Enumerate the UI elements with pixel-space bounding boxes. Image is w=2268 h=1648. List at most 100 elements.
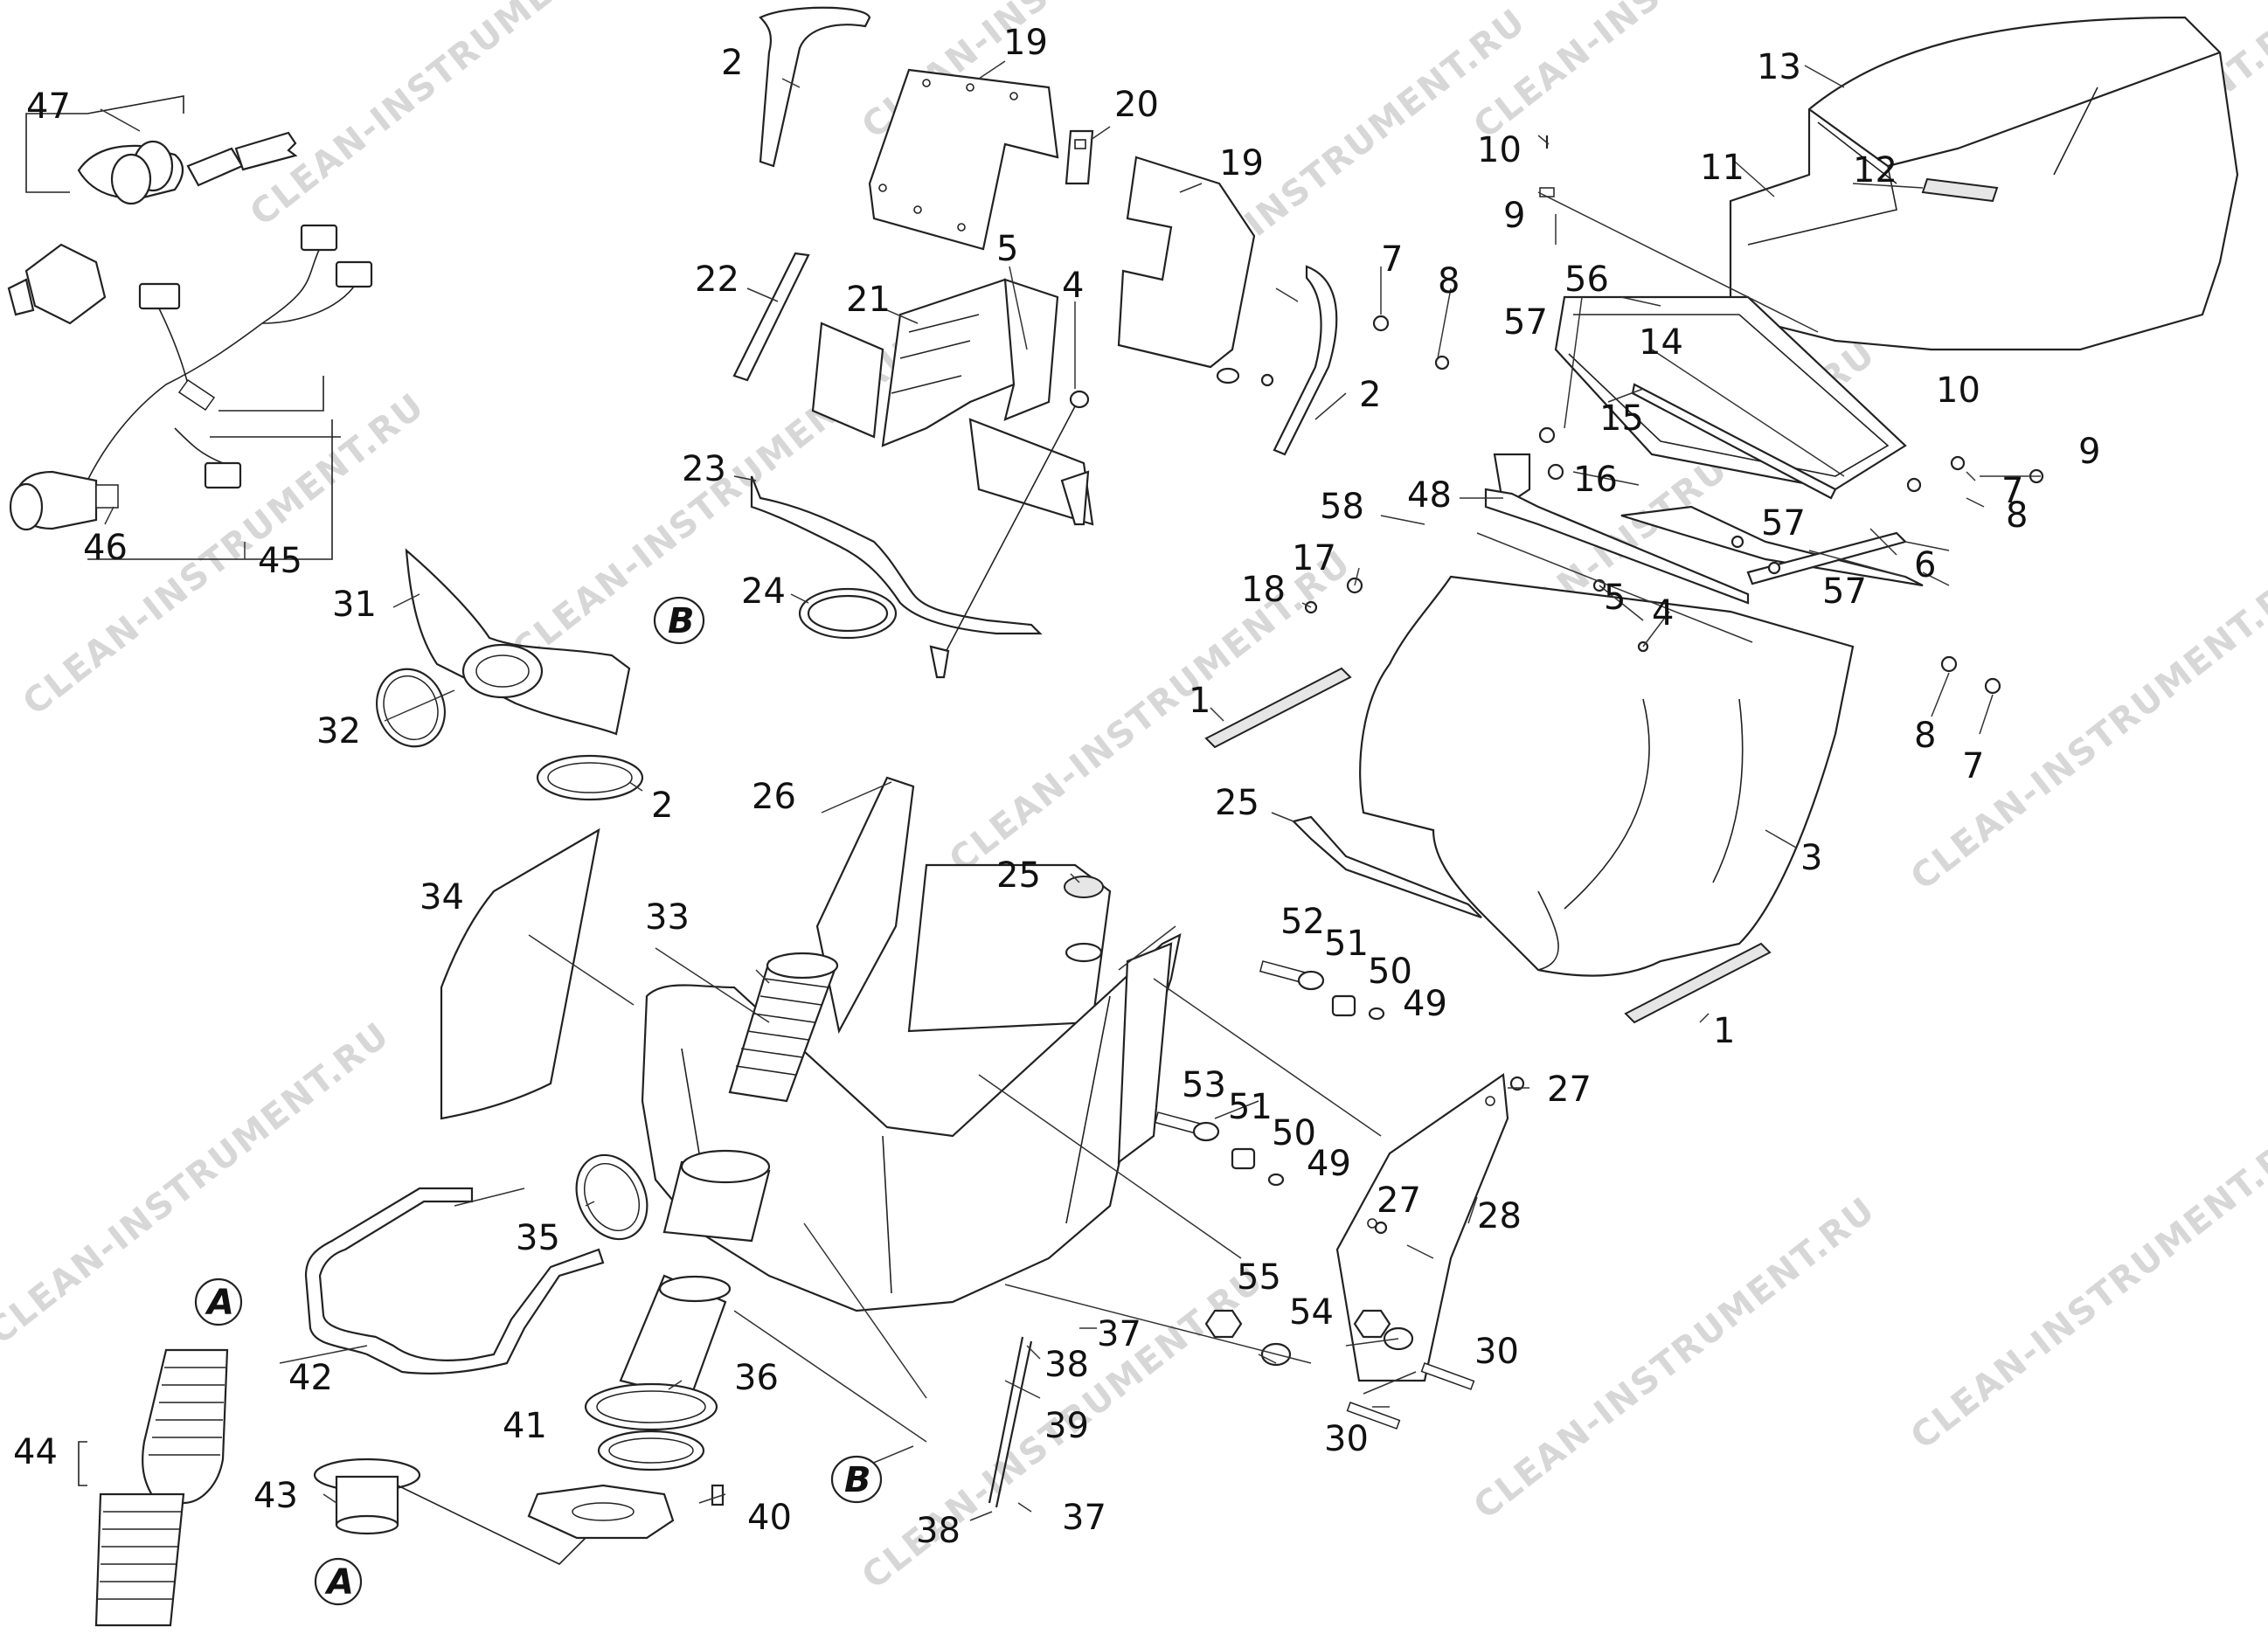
callout-46: 46 xyxy=(83,528,128,568)
callout-23: 23 xyxy=(682,449,726,489)
watermark-5: CLEAN-INSTRUMENT.RU xyxy=(16,385,433,724)
callout-48: 48 xyxy=(1407,475,1452,516)
callout-33: 33 xyxy=(645,897,690,938)
callout-28: 28 xyxy=(1477,1196,1522,1236)
part-2-ring xyxy=(536,754,644,801)
part-13-big-cover xyxy=(1729,16,2239,351)
callout-30-right: 30 xyxy=(1474,1332,1519,1372)
part-21-duct xyxy=(881,278,1059,447)
part-34-side-panel xyxy=(440,827,635,1120)
part-48-bracket xyxy=(1484,453,1924,605)
part-56-frame xyxy=(1554,295,1907,500)
part-24-ring xyxy=(798,587,898,640)
callout-25-cap: 25 xyxy=(996,855,1041,896)
callout-52: 52 xyxy=(1280,902,1325,942)
callout-22: 22 xyxy=(695,260,739,300)
ref-marker-a-top-label: A xyxy=(205,1283,234,1323)
part-1-strip-upper xyxy=(1204,667,1352,749)
hardware-small-parts xyxy=(988,960,1525,1508)
callout-10-right: 10 xyxy=(1936,370,1980,411)
part-3-hood xyxy=(1359,575,1855,977)
callout-55: 55 xyxy=(1237,1257,1281,1298)
callout-45: 45 xyxy=(258,541,302,581)
part-2-trim-strip-left xyxy=(759,6,871,168)
callout-19-left: 19 xyxy=(1003,23,1048,63)
part-31-shroud xyxy=(405,548,631,736)
callout-40: 40 xyxy=(747,1498,792,1538)
callout-25-rail: 25 xyxy=(1215,783,1259,823)
callout-16: 16 xyxy=(1573,460,1618,500)
callout-1-upper: 1 xyxy=(1189,681,1210,721)
callout-43: 43 xyxy=(253,1476,298,1516)
callout-31: 31 xyxy=(332,585,377,625)
callout-17: 17 xyxy=(1292,538,1336,578)
leader-lines xyxy=(100,60,2041,1521)
part-35-ring xyxy=(575,1153,648,1241)
part-19-panel-left xyxy=(868,68,1059,251)
part-41-gasket xyxy=(584,1382,718,1471)
callout-labels: 47 46 45 2 19 20 19 22 21 5 4 23 24 31 3… xyxy=(13,23,2100,1551)
callout-53: 53 xyxy=(1182,1065,1226,1105)
part-42-handle-bar xyxy=(304,1187,605,1375)
part-28-side-plate xyxy=(1335,1073,1509,1382)
callout-11: 11 xyxy=(1700,148,1744,188)
callout-57-middle: 57 xyxy=(1761,503,1806,544)
callout-51-upper: 51 xyxy=(1324,924,1369,964)
hardware-fasteners-top xyxy=(1304,135,2044,695)
part-32-ring xyxy=(376,668,446,748)
callout-37-top: 37 xyxy=(1097,1314,1141,1354)
part-36-tube xyxy=(619,1149,771,1400)
ref-marker-a-bottom: A xyxy=(314,1557,363,1606)
callout-27-lower: 27 xyxy=(1377,1181,1421,1221)
callout-2-right: 2 xyxy=(1359,375,1381,415)
watermark-12: CLEAN-INSTRUMENT.RU xyxy=(1467,1189,1883,1527)
part-45-wiring-harness xyxy=(87,224,373,560)
callout-3: 3 xyxy=(1800,838,1822,878)
callout-35: 35 xyxy=(516,1218,560,1258)
callout-5-top: 5 xyxy=(996,229,1018,269)
callout-41: 41 xyxy=(503,1406,547,1446)
reference-markers: B B A A xyxy=(194,596,883,1606)
part-44-corrugated-hose xyxy=(78,1348,229,1627)
callout-9-top: 9 xyxy=(1503,196,1525,236)
callout-7-top-left: 7 xyxy=(1381,239,1403,280)
callout-24: 24 xyxy=(741,571,786,612)
callout-49-lower: 49 xyxy=(1307,1144,1351,1184)
callout-50-lower: 50 xyxy=(1272,1113,1316,1153)
watermark-13: CLEAN-INSTRUMENT.RU xyxy=(1904,1119,2268,1458)
callout-58: 58 xyxy=(1320,487,1364,527)
callout-1-lower: 1 xyxy=(1713,1011,1735,1051)
ref-marker-a-bottom-label: A xyxy=(324,1562,354,1603)
callout-39: 39 xyxy=(1044,1406,1089,1446)
callout-57-top: 57 xyxy=(1503,302,1548,343)
callout-56: 56 xyxy=(1564,260,1609,300)
part-46-plug xyxy=(9,470,119,531)
callout-8-bottom: 8 xyxy=(1914,716,1936,756)
part-1-strip-lower xyxy=(1624,942,1772,1024)
part-20-plate xyxy=(1065,129,1094,185)
callout-2-ring: 2 xyxy=(651,786,673,826)
callout-4-right: 4 xyxy=(1652,593,1674,634)
callout-19-right: 19 xyxy=(1219,143,1264,183)
callout-50-upper: 50 xyxy=(1368,952,1412,992)
callout-2-top-left: 2 xyxy=(721,43,743,83)
callout-57-right: 57 xyxy=(1822,571,1867,612)
callout-37-bottom: 37 xyxy=(1062,1498,1106,1538)
part-25-rail xyxy=(1291,815,1482,919)
ref-marker-b-top-label: B xyxy=(668,601,695,641)
part-19-panel-right xyxy=(1117,156,1274,387)
part-43-collar xyxy=(313,1458,586,1565)
watermark-9: CLEAN-INSTRUMENT.RU xyxy=(1904,560,2268,898)
callout-44: 44 xyxy=(13,1432,58,1472)
ref-marker-b-top: B xyxy=(653,596,705,645)
watermark-1: CLEAN-INSTRUMENT.RU xyxy=(243,0,660,234)
part-40-flange-plate xyxy=(527,1484,725,1540)
callout-32: 32 xyxy=(316,711,361,751)
callout-7-right: 7 xyxy=(2001,471,2023,511)
callout-13: 13 xyxy=(1757,47,1801,87)
callout-8-top-left: 8 xyxy=(1438,261,1460,301)
part-33-bellows xyxy=(728,952,839,1103)
callout-42: 42 xyxy=(288,1358,333,1398)
callout-54: 54 xyxy=(1289,1292,1334,1333)
